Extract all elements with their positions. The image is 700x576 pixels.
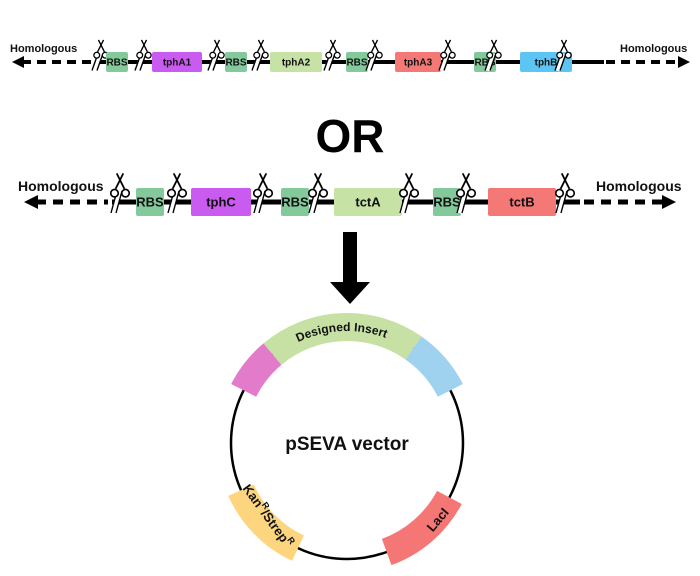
part-label-rbs: RBS [474, 58, 495, 69]
part-label-tctb: tctB [509, 195, 534, 210]
scissors-icon [455, 173, 477, 198]
homologous-label-right: Homologous [596, 178, 682, 194]
part-box-rbs [106, 52, 128, 72]
arrowhead-left [12, 56, 24, 68]
scissors-icon [554, 173, 576, 198]
segment-kan-strep [228, 484, 305, 561]
part-box-rbs [136, 188, 164, 216]
construct-1: Homologous Homologous RBS tphA1 RBS tphA2 RB… [10, 39, 690, 72]
construct-2: Homologous Homologous RBS tphC RBS tctA RBS t… [18, 173, 682, 216]
segment-laci [381, 490, 462, 566]
segment-blue-marker [405, 336, 463, 398]
plasmid: pSEVA vector Designed Insert KanR/StrepR… [228, 313, 465, 566]
part-box-tpha3 [395, 52, 441, 72]
scissors-icon [253, 39, 269, 59]
strep-sup: R [285, 535, 297, 547]
scissors-icon [440, 39, 456, 59]
part-box-rbs [281, 188, 309, 216]
arrowhead-left [24, 195, 38, 209]
part-box-rbs [346, 52, 368, 72]
scissors-icon [209, 39, 225, 59]
part-box-tcta [334, 188, 402, 216]
scissors-icon [367, 39, 383, 59]
or-text: OR [316, 110, 385, 162]
scissors-icon [252, 173, 274, 198]
scissors-icon [325, 39, 341, 59]
down-arrow-head [330, 282, 370, 304]
part-label-rbs: RBS [346, 58, 367, 69]
part-label-rbs: RBS [136, 195, 164, 210]
part-box-tpha2 [270, 52, 322, 72]
homologous-label-left: Homologous [10, 43, 77, 55]
part-box-tctb [488, 188, 556, 216]
segment-pink-marker [231, 343, 282, 398]
part-box-tpha1 [152, 52, 202, 72]
cut-mark [313, 190, 321, 214]
cut-mark [461, 190, 469, 214]
part-label-tpha3: tphA3 [404, 58, 433, 69]
arrowhead-right [662, 195, 676, 209]
part-label-tphc: tphC [206, 195, 236, 210]
cut-mark [560, 190, 568, 214]
part-label-tpha2: tphA2 [282, 58, 311, 69]
cut-mark [172, 190, 180, 214]
plasmid-center-label: pSEVA vector [285, 434, 409, 455]
part-label-tcta: tctA [355, 195, 381, 210]
scissors-icon [307, 173, 329, 198]
part-box-rbs [433, 188, 461, 216]
scissors-icon [166, 173, 188, 198]
part-box-tphc [191, 188, 251, 216]
homologous-label-right: Homologous [620, 43, 687, 55]
part-box-rbs [225, 52, 247, 72]
part-label-rbs: RBS [433, 195, 461, 210]
scissors-icon [556, 39, 572, 59]
kan-sup: R [260, 500, 272, 512]
part-label-rbs: RBS [281, 195, 309, 210]
part-label-rbs: RBS [106, 58, 127, 69]
cut-mark [404, 190, 412, 214]
part-label-tphb: tphB [535, 58, 558, 69]
cut-mark [258, 190, 266, 214]
cut-mark [115, 190, 123, 214]
scissors-icon [109, 173, 131, 198]
down-arrow [330, 232, 370, 304]
scissors-icon [398, 173, 420, 198]
scissors-icon [136, 39, 152, 59]
down-arrow-shaft [343, 232, 357, 282]
arrowhead-right [678, 56, 690, 68]
scissors-icon [486, 39, 502, 59]
scissors-icon [93, 39, 109, 59]
part-label-tpha1: tphA1 [163, 58, 192, 69]
part-label-rbs: RBS [225, 58, 246, 69]
homologous-label-left: Homologous [18, 178, 104, 194]
segment-designed-insert [263, 313, 422, 366]
